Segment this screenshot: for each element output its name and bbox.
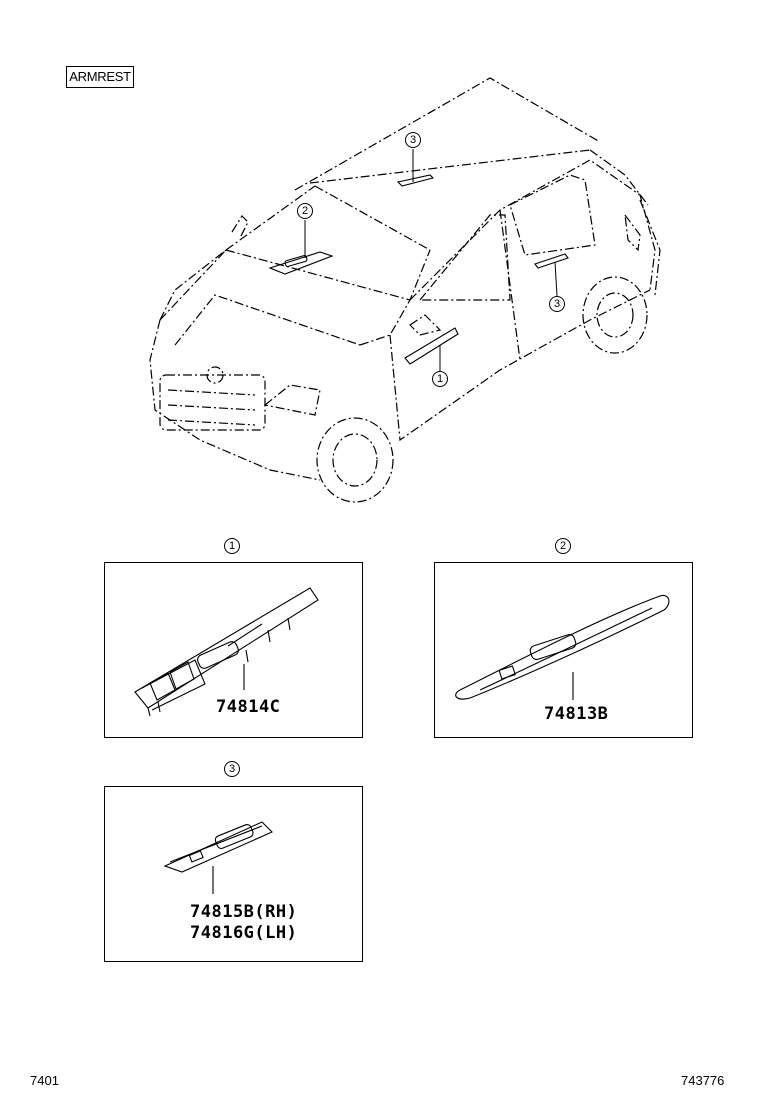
part-number-74816G-lh[interactable]: 74816G(LH) (190, 923, 298, 943)
armrest-locations (268, 174, 569, 365)
part-1-panel (104, 562, 363, 738)
part-3-panel (104, 786, 363, 962)
part-1-callout: 1 (224, 538, 240, 554)
part-number-74815B-rh[interactable]: 74815B(RH) (190, 902, 298, 922)
page-code: 7401 (30, 1073, 59, 1088)
callout-leaders (304, 149, 558, 371)
callout-2-on-vehicle: 2 (297, 203, 313, 219)
part-2-panel (434, 562, 693, 738)
vehicle-outline (149, 77, 661, 503)
section-tag: ARMREST (66, 66, 134, 88)
callout-3-on-vehicle-side: 3 (549, 296, 565, 312)
part-number-74814C[interactable]: 74814C (216, 697, 281, 717)
callout-3-on-vehicle-rear: 3 (405, 132, 421, 148)
callout-1-on-vehicle: 1 (432, 371, 448, 387)
part-74815B-drawing (163, 821, 273, 894)
illustration-id: 743776 (681, 1073, 725, 1088)
part-74813B-drawing (455, 594, 670, 700)
part-3-callout: 3 (224, 761, 240, 777)
part-74814C-drawing (134, 587, 319, 717)
part-2-callout: 2 (555, 538, 571, 554)
part-number-74813B[interactable]: 74813B (544, 704, 609, 724)
